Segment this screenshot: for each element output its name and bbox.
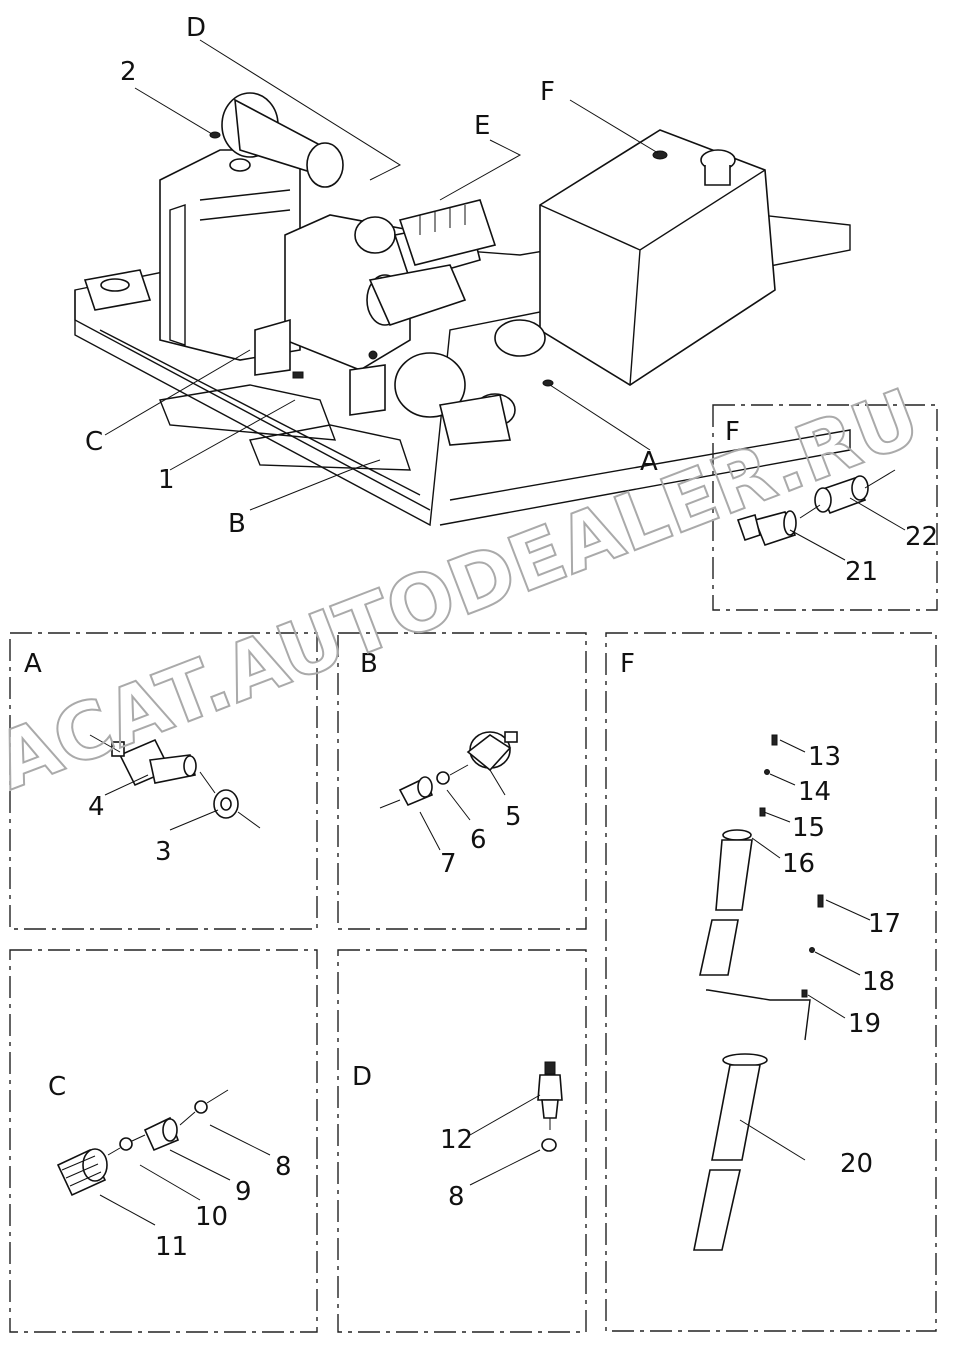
callout-12: 12	[440, 1125, 473, 1155]
panel-c: C 11 10 9 8	[9, 949, 318, 1333]
callout-8-c: 8	[275, 1152, 292, 1182]
callout-9: 9	[235, 1177, 252, 1207]
callout-D: D	[186, 13, 206, 43]
callout-A: A	[640, 447, 658, 477]
callout-13: 13	[808, 742, 841, 772]
callout-8-d: 8	[448, 1182, 465, 1212]
main-callouts: D 2 E F C 1 B A	[85, 13, 658, 539]
callout-17: 17	[868, 909, 901, 939]
panel-a-title: A	[24, 649, 42, 679]
callout-5: 5	[505, 802, 522, 832]
callout-11: 11	[155, 1232, 188, 1262]
machine-assembly-drawing	[74, 92, 851, 527]
panel-d-title: D	[352, 1062, 372, 1092]
panel-f-top-title: F	[725, 417, 740, 447]
panel-a: A 4 3	[9, 632, 318, 930]
callout-7: 7	[440, 849, 457, 879]
panel-d: D 12 8	[337, 949, 587, 1333]
callout-10: 10	[195, 1202, 228, 1232]
callout-6: 6	[470, 825, 487, 855]
callout-2: 2	[120, 57, 137, 87]
callout-18: 18	[862, 967, 895, 997]
callout-15: 15	[792, 813, 825, 843]
callout-14: 14	[798, 777, 831, 807]
callout-20: 20	[840, 1149, 873, 1179]
main-leader-lines	[104, 39, 659, 511]
callout-E: E	[474, 111, 490, 141]
panel-b: B 5 6 7	[337, 632, 587, 930]
panel-b-title: B	[360, 649, 378, 679]
callout-C: C	[85, 427, 103, 457]
callout-19: 19	[848, 1009, 881, 1039]
panel-f-right-title: F	[620, 649, 635, 679]
panel-f-right: F 13 14 15 16 17 18 19 20	[605, 632, 937, 1332]
callout-16: 16	[782, 849, 815, 879]
callout-3: 3	[155, 837, 172, 867]
callout-F: F	[540, 77, 555, 107]
callout-1: 1	[158, 465, 175, 495]
panel-f-top: F 21 22	[712, 404, 938, 611]
callout-B: B	[228, 509, 246, 539]
panel-c-title: C	[48, 1072, 66, 1102]
callout-4: 4	[88, 792, 105, 822]
callout-21: 21	[845, 557, 878, 587]
callout-22: 22	[905, 522, 938, 552]
